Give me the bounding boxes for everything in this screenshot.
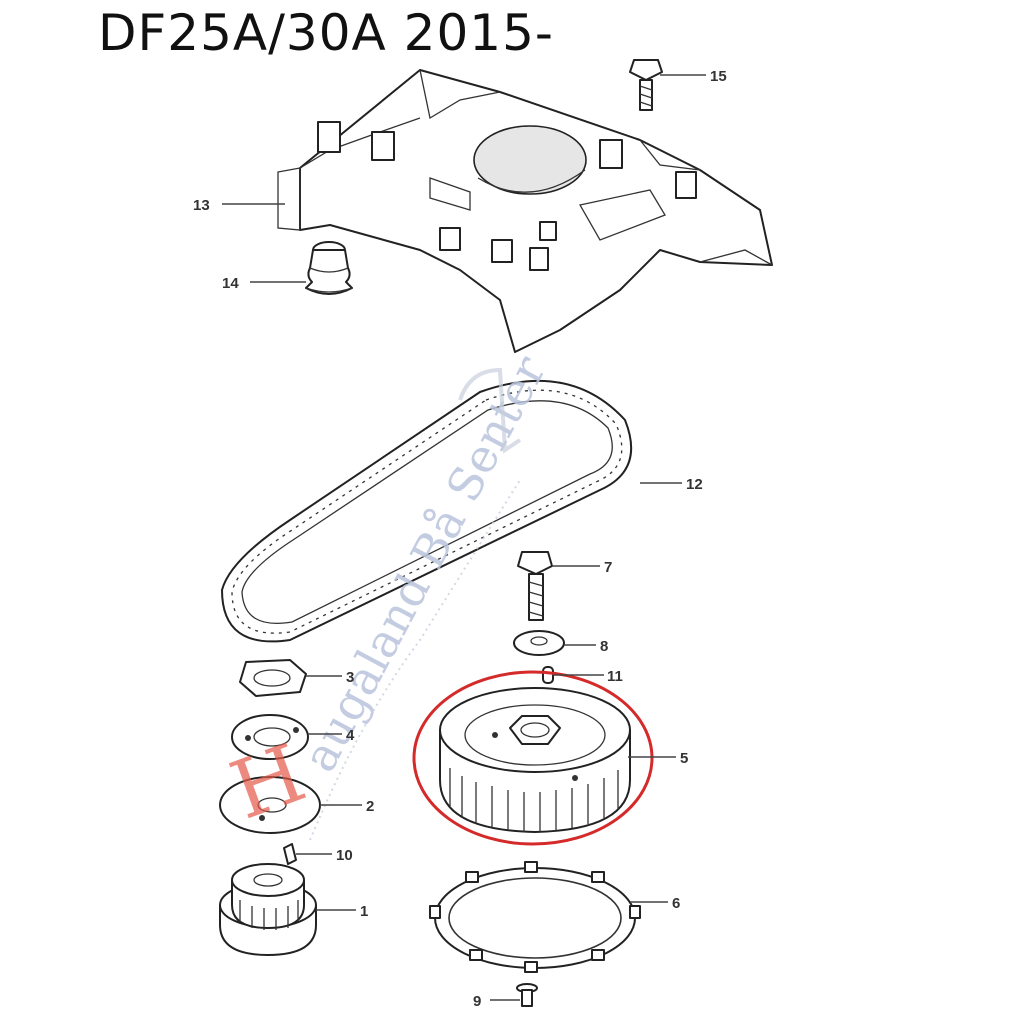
diagram-title: DF25A/30A 2015- xyxy=(98,4,554,62)
highlight-circle xyxy=(412,670,654,846)
part-15-bolt xyxy=(629,59,663,111)
label-9: 9 xyxy=(473,993,481,1010)
label-10: 10 xyxy=(336,847,353,864)
label-4: 4 xyxy=(346,727,355,744)
part-11-pin xyxy=(542,666,554,684)
label-6: 6 xyxy=(672,895,680,912)
label-5: 5 xyxy=(680,750,688,767)
label-11: 11 xyxy=(607,668,623,685)
part-8-washer xyxy=(513,630,565,656)
label-14: 14 xyxy=(222,275,239,292)
label-13: 13 xyxy=(193,197,210,214)
label-12: 12 xyxy=(686,476,703,493)
part-4-plate xyxy=(231,714,309,760)
part-14-grommet xyxy=(305,241,353,295)
part-1-crank-pulley xyxy=(219,863,317,956)
part-10-key xyxy=(283,843,297,865)
part-6-plate xyxy=(429,861,641,973)
label-2: 2 xyxy=(366,798,374,815)
label-8: 8 xyxy=(600,638,608,655)
part-5-cam-pulley xyxy=(439,687,631,833)
part-13-cover xyxy=(277,69,773,353)
label-3: 3 xyxy=(346,669,354,686)
part-12-belt xyxy=(221,379,633,643)
part-7-bolt xyxy=(517,551,553,621)
label-1: 1 xyxy=(360,903,368,920)
label-7: 7 xyxy=(604,559,612,576)
part-9-screw xyxy=(516,983,538,1007)
leader-lines xyxy=(222,74,706,1001)
label-15: 15 xyxy=(710,68,727,85)
part-labels: 13 14 15 12 7 8 11 5 6 9 3 4 2 10 1 xyxy=(193,68,727,1010)
part-3-nut xyxy=(239,659,307,697)
